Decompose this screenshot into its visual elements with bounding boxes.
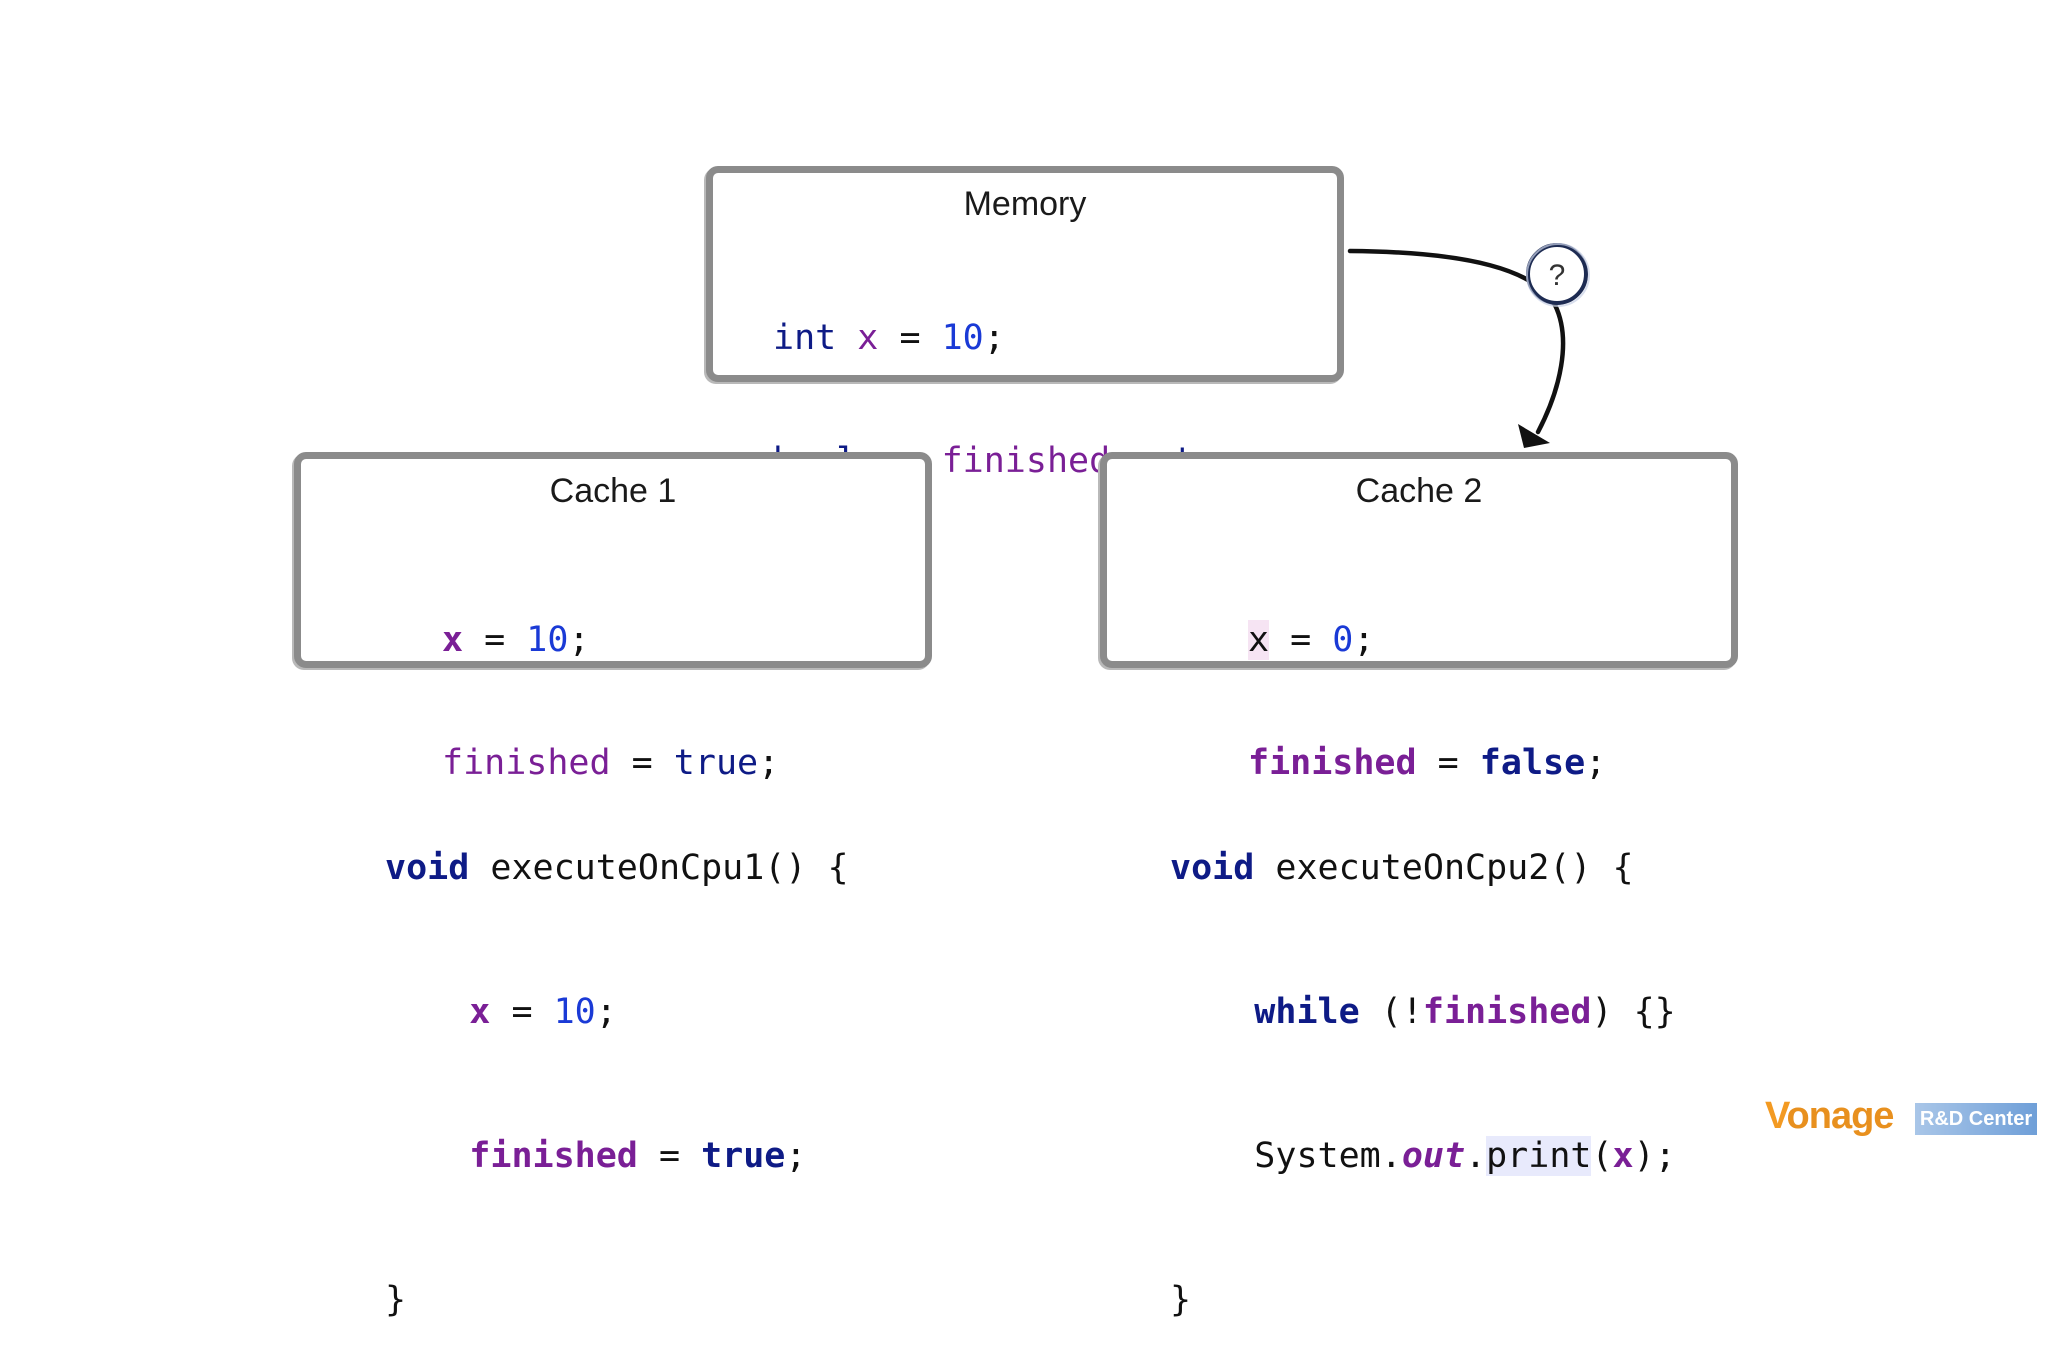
cache1-code: x = 10; finished = true; <box>442 538 779 866</box>
code-punctuation: ( <box>1591 1136 1613 1176</box>
code-keyword: void <box>385 848 470 888</box>
rd-center-tag: R&D Center <box>1915 1103 2037 1135</box>
cache2-title: Cache 2 <box>1355 472 1483 510</box>
cache2-line-x: x = 0; <box>1248 620 1606 661</box>
memory-line-x: int x = 10; <box>773 318 1279 359</box>
cpu2-line-while: while (!finished) {} <box>1170 988 1676 1036</box>
vonage-logo: Vonage R&D Center <box>1755 1095 2040 1143</box>
code-variable: x <box>1612 1136 1634 1176</box>
vonage-text: onage <box>1786 1095 1895 1137</box>
cpu1-line-x: x = 10; <box>385 988 849 1036</box>
code-variable: finished <box>1248 743 1417 783</box>
code-static-field: out <box>1401 1136 1466 1176</box>
code-operator: = <box>1416 743 1480 783</box>
code-class: System. <box>1254 1136 1402 1176</box>
memory-title: Memory <box>963 185 1087 223</box>
code-operator: = <box>1269 620 1333 660</box>
code-block-cpu1: void executeOnCpu1() { x = 10; finished … <box>385 748 849 1372</box>
code-method-signature: executeOnCpu1() { <box>469 848 849 888</box>
arrow-curve <box>1347 248 1566 435</box>
cache1-line-x: x = 10; <box>442 620 779 661</box>
code-literal: true <box>673 743 759 783</box>
code-variable: finished <box>1422 992 1592 1032</box>
code-method-call: print <box>1486 1136 1592 1176</box>
code-keyword: while <box>1254 992 1360 1032</box>
code-keyword: int <box>773 318 837 358</box>
code-semicolon: ; <box>1353 620 1375 660</box>
code-variable: x <box>442 620 464 660</box>
code-number: 0 <box>1332 620 1354 660</box>
code-punctuation: (! <box>1359 992 1423 1032</box>
code-number: 10 <box>526 620 569 660</box>
code-semicolon: ; <box>758 743 780 783</box>
code-literal: true <box>701 1136 786 1176</box>
code-variable: x <box>1248 620 1270 660</box>
code-keyword: void <box>1170 848 1255 888</box>
cache1-box: Cache 1 x = 10; finished = true; <box>294 452 932 783</box>
cpu2-close-brace: } <box>1170 1280 1192 1320</box>
code-number: 10 <box>553 992 596 1032</box>
question-mark: ? <box>1549 259 1566 292</box>
cache1-line-finished: finished = true; <box>442 743 779 784</box>
code-punctuation: ); <box>1633 1136 1676 1176</box>
code-operator: = <box>878 318 942 358</box>
code-semicolon: ; <box>568 620 590 660</box>
code-literal: false <box>1479 743 1586 783</box>
code-punctuation: ) {} <box>1591 992 1676 1032</box>
cache2-code: x = 0; finished = false; <box>1248 538 1606 866</box>
code-variable: finished <box>469 1136 638 1176</box>
cpu1-close-brace: } <box>385 1280 407 1320</box>
memory-box: Memory int x = 10; boolean finished = tr… <box>706 166 1344 481</box>
question-circle <box>1526 243 1588 305</box>
code-semicolon: ; <box>1585 743 1607 783</box>
code-variable: finished <box>442 743 611 783</box>
code-variable: x <box>857 318 879 358</box>
code-operator: = <box>463 620 527 660</box>
code-semicolon: ; <box>595 992 617 1032</box>
code-punctuation: . <box>1465 1136 1487 1176</box>
cache1-title: Cache 1 <box>549 472 677 510</box>
cpu1-signature: void executeOnCpu1() { <box>385 844 849 892</box>
vonage-v: V <box>1765 1095 1788 1137</box>
vonage-wordmark: Vonage <box>1765 1095 1895 1138</box>
cache2-line-finished: finished = false; <box>1248 743 1606 784</box>
code-block-cpu2: void executeOnCpu2() { while (!finished)… <box>1170 748 1676 1372</box>
code-variable: x <box>469 992 491 1032</box>
code-method-signature: executeOnCpu2() { <box>1254 848 1634 888</box>
cache2-box: Cache 2 x = 0; finished = false; <box>1100 452 1738 783</box>
cpu1-line-finished: finished = true; <box>385 1132 849 1180</box>
code-semicolon: ; <box>983 318 1005 358</box>
code-number: 10 <box>941 318 984 358</box>
code-operator: = <box>637 1136 702 1176</box>
code-operator: = <box>610 743 674 783</box>
cpu2-line-print: System.out.print(x); <box>1170 1132 1676 1180</box>
arrow-head <box>1518 424 1550 448</box>
code-variable: finished <box>941 441 1111 481</box>
cpu2-signature: void executeOnCpu2() { <box>1170 844 1676 892</box>
code-semicolon: ; <box>785 1136 807 1176</box>
code-operator: = <box>490 992 554 1032</box>
